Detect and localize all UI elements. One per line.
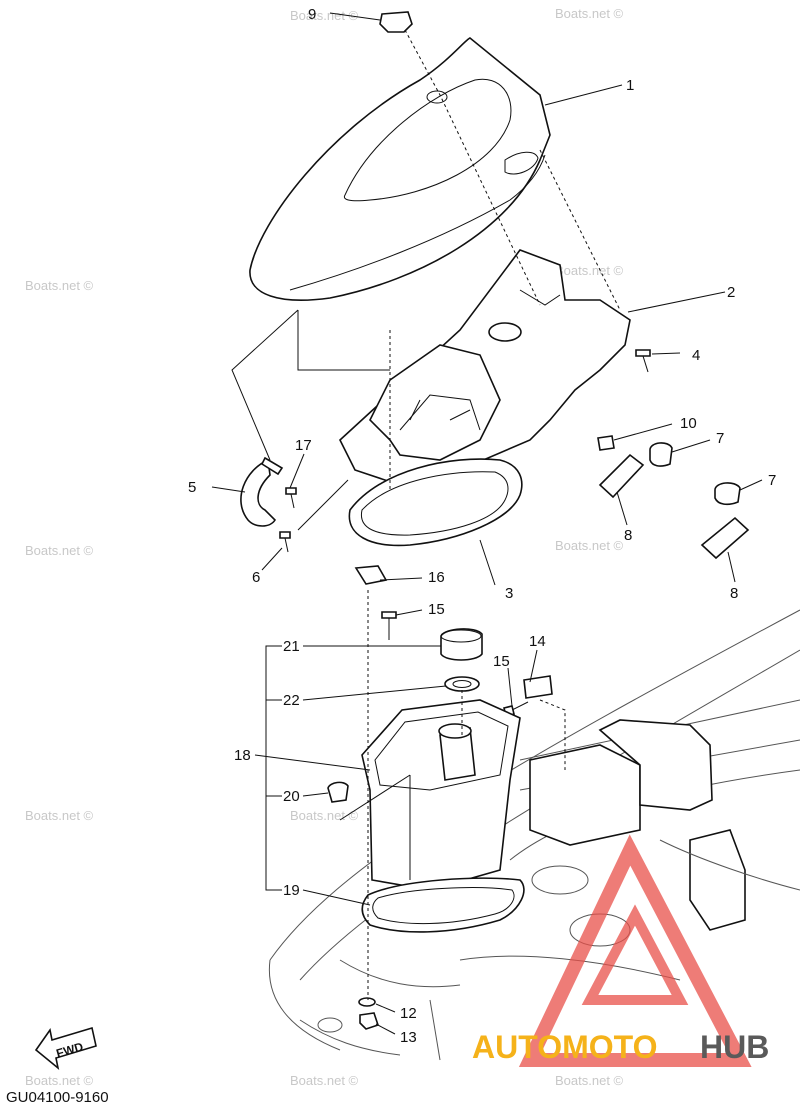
callout-8b: 8 <box>730 585 738 602</box>
screw-part-4 <box>635 349 651 373</box>
gasket-part-19 <box>361 877 525 933</box>
bolt-part-11 <box>381 611 397 640</box>
watermark: Boats.net © <box>25 808 94 823</box>
cap-part-7a <box>649 442 673 467</box>
callout-8a: 8 <box>624 527 632 544</box>
callout-6: 6 <box>252 569 260 586</box>
callout-7a: 7 <box>716 430 724 447</box>
callout-14: 12 <box>400 1005 417 1022</box>
watermark: Boats.net © <box>290 808 359 823</box>
pad-part-8b <box>700 516 750 560</box>
rivet-part-6 <box>279 531 291 553</box>
upper-cover-part-1 <box>249 37 551 301</box>
storage-frame-part-2 <box>339 249 631 486</box>
grommet-part-10 <box>597 435 615 451</box>
plug-part-9 <box>379 11 413 33</box>
cap-part-20 <box>327 781 349 803</box>
fwd-arrow: FWD <box>34 1026 97 1071</box>
callout-15: 13 <box>400 1029 417 1046</box>
lid-part-21 <box>440 628 483 661</box>
logo-text-right: HUB <box>700 1029 769 1065</box>
watermark: Boats.net © <box>25 543 94 558</box>
watermark: Boats.net © <box>25 278 94 293</box>
nut-part-15 <box>359 1012 380 1030</box>
watermark: Boats.net © <box>555 1073 624 1088</box>
gasket-part-3 <box>348 458 523 547</box>
callout-2: 2 <box>727 284 735 301</box>
assembly-lines <box>231 29 621 1000</box>
logo-text-left: AUTOMOTO <box>472 1029 657 1065</box>
callout-17: 15 <box>493 653 510 670</box>
rivet-part-13 <box>285 487 297 509</box>
callout-7b: 7 <box>768 472 776 489</box>
callout-12: 16 <box>428 569 445 586</box>
callout-11: 15 <box>428 601 445 618</box>
callout-9: 9 <box>308 6 316 23</box>
pad-part-8a <box>598 453 645 499</box>
callout-20: 20 <box>283 788 300 805</box>
callout-22: 22 <box>283 692 300 709</box>
watermark: Boats.net © <box>555 263 624 278</box>
hinge-part-12 <box>354 565 388 585</box>
callout-labels: 9 1 2 4 10 7 7 8 8 5 17 6 3 16 15 21 22 … <box>188 6 776 1046</box>
watermark: Boats.net © <box>290 8 359 23</box>
washer-part-14 <box>358 997 376 1007</box>
oring-part-22 <box>444 676 480 692</box>
callout-10: 10 <box>680 415 697 432</box>
automotohub-logo: AUTOMOTO HUB <box>472 834 769 1067</box>
callout-4: 4 <box>692 347 700 364</box>
watermark: Boats.net © <box>25 1073 94 1088</box>
callout-3: 3 <box>505 585 513 602</box>
strap-part-5 <box>240 456 284 527</box>
callout-18: 18 <box>234 747 251 764</box>
callout-13: 17 <box>295 437 312 454</box>
cap-part-7b <box>714 482 741 506</box>
watermark: Boats.net © <box>555 538 624 553</box>
callout-1: 1 <box>626 77 634 94</box>
watermark: Boats.net © <box>555 6 624 21</box>
callout-5: 5 <box>188 479 196 496</box>
callout-19: 19 <box>283 882 300 899</box>
callout-21: 21 <box>283 638 300 655</box>
hull-deck <box>268 609 800 1061</box>
leader-lines <box>211 12 763 1035</box>
bracket-part-16 <box>523 675 553 699</box>
watermark: Boats.net © <box>290 1073 359 1088</box>
drawing-code: GU04100-9160 <box>6 1089 109 1106</box>
callout-16: 14 <box>529 633 546 650</box>
storage-box-part-18 <box>361 699 521 891</box>
